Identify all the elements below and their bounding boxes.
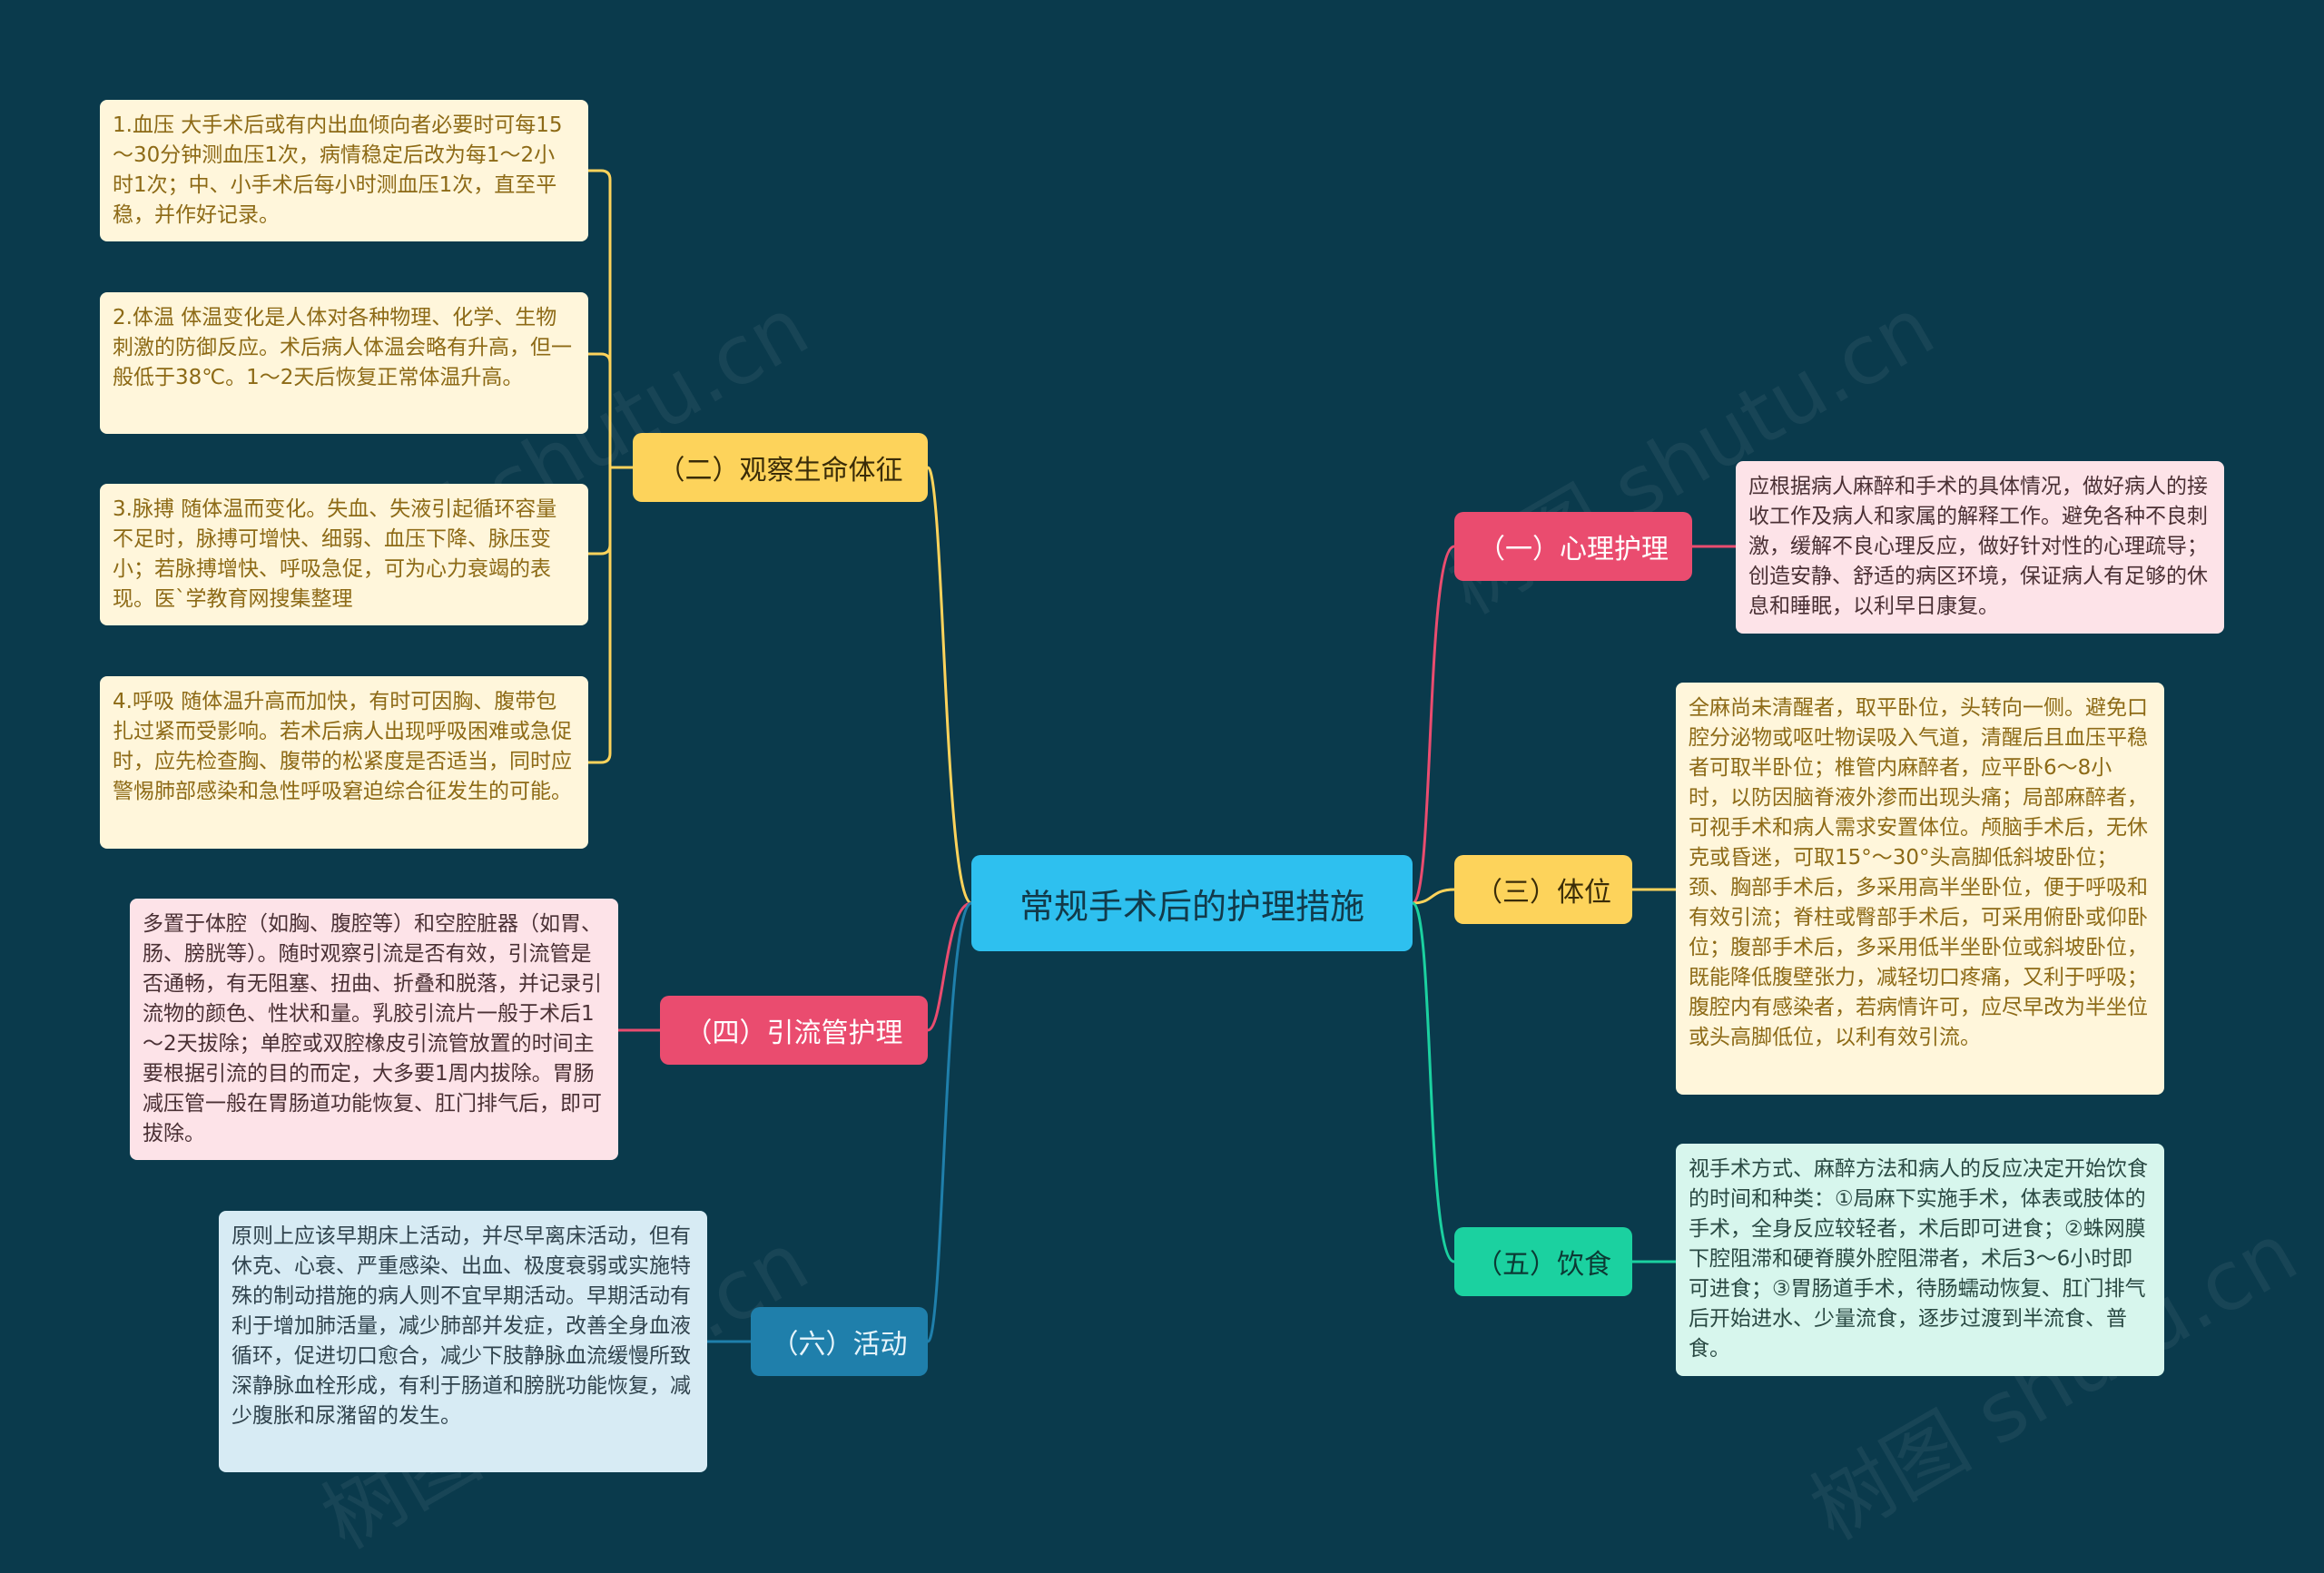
link-root-activity bbox=[926, 901, 972, 1343]
branch-vital-signs[interactable]: （二）观察生命体征 bbox=[633, 433, 928, 502]
diet-note: 视手术方式、麻醉方法和病人的反应决定开始饮食的时间和种类：①局麻下实施手术，体表… bbox=[1676, 1144, 2164, 1376]
link-vital-bracket bbox=[588, 169, 633, 764]
link-root-diet bbox=[1411, 901, 1455, 1263]
vital-note-temperature: 2.体温 体温变化是人体对各种物理、化学、生物刺激的防御反应。术后病人体温会略有… bbox=[100, 292, 588, 434]
position-note: 全麻尚未清醒者，取平卧位，头转向一侧。避免口腔分泌物或呕吐物误吸入气道，清醒后且… bbox=[1676, 683, 2164, 1095]
branch-diet[interactable]: （五）饮食 bbox=[1454, 1227, 1632, 1296]
link-root-drainage bbox=[927, 901, 972, 1032]
drainage-note: 多置于体腔（如胸、腹腔等）和空腔脏器（如胃、肠、膀胱等）。随时观察引流是否有效，… bbox=[130, 899, 618, 1160]
branch-psych[interactable]: （一）心理护理 bbox=[1454, 512, 1692, 581]
branch-position[interactable]: （三）体位 bbox=[1454, 855, 1632, 924]
link-root-vital bbox=[926, 466, 972, 905]
activity-note: 原则上应该早期床上活动，并尽早离床活动，但有休克、心衰、严重感染、出血、极度衰弱… bbox=[219, 1211, 707, 1472]
vital-note-blood-pressure: 1.血压 大手术后或有内出血倾向者必要时可每15～30分钟测血压1次，病情稳定后… bbox=[100, 100, 588, 241]
vital-note-respiration: 4.呼吸 随体温升高而加快，有时可因胸、腹带包扎过紧而受影响。若术后病人出现呼吸… bbox=[100, 676, 588, 849]
link-root-position bbox=[1412, 888, 1455, 905]
link-root-psych bbox=[1411, 545, 1455, 905]
psych-note: 应根据病人麻醉和手术的具体情况，做好病人的接收工作及病人和家属的解释工作。避免各… bbox=[1736, 461, 2224, 634]
vital-note-pulse: 3.脉搏 随体温而变化。失血、失液引起循环容量不足时，脉搏可增快、细弱、血压下降… bbox=[100, 484, 588, 625]
root-node[interactable]: 常规手术后的护理措施 bbox=[971, 855, 1413, 951]
branch-activity[interactable]: （六）活动 bbox=[751, 1307, 928, 1376]
branch-drainage[interactable]: （四）引流管护理 bbox=[660, 996, 928, 1065]
